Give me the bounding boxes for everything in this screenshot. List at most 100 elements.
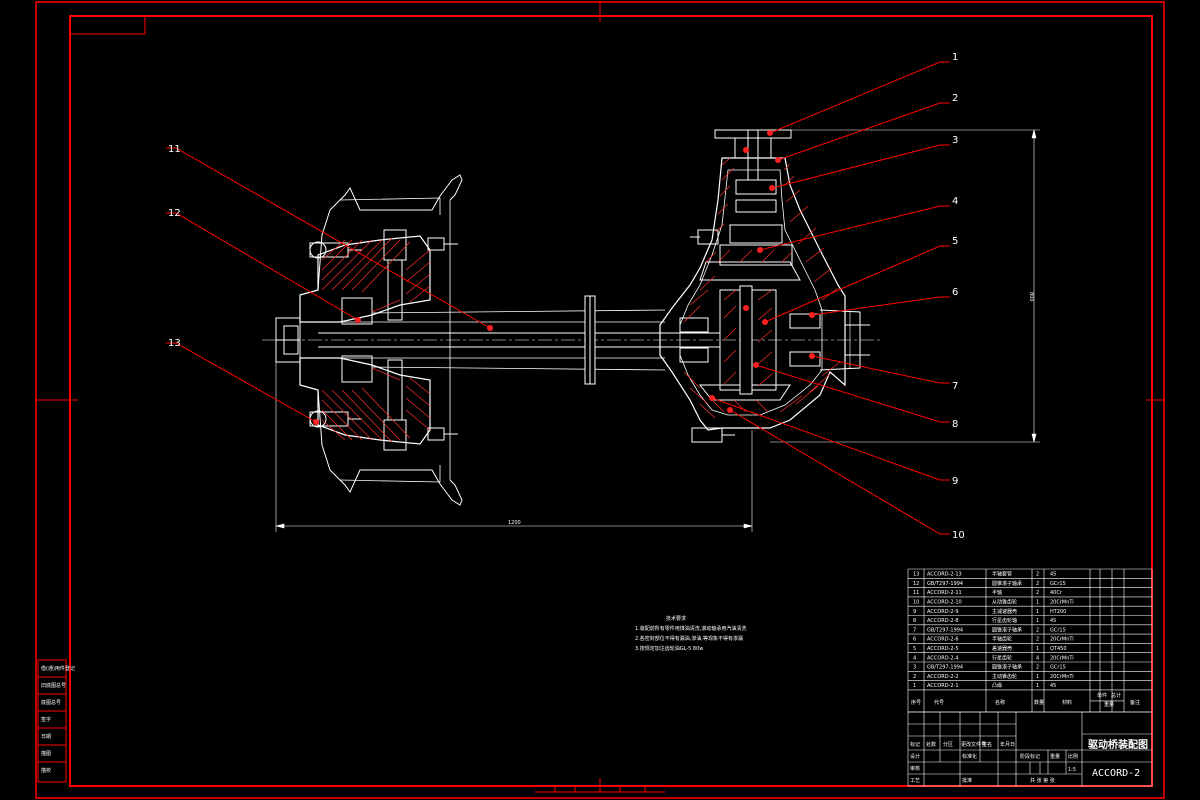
part-qty: 1 — [1036, 646, 1039, 652]
part-name: 行星齿轮 — [992, 654, 1012, 661]
callout-2: 2 — [952, 93, 958, 104]
part-code: ACCORD-2-6 — [927, 637, 959, 643]
header-material: 材料 — [1062, 699, 1072, 706]
callout-13: 13 — [168, 338, 181, 349]
axle-assembly-drawing — [262, 129, 1040, 532]
strip-label: 描图 — [41, 750, 51, 757]
title-block-labels: 标记 处数 分区 更改文件号 签名 年月日 设计 标准化 阶段标记 重量 比例 … — [910, 738, 1148, 784]
part-code: GB/T297-1994 — [927, 581, 963, 587]
part-code: GB/T297-1994 — [927, 665, 963, 671]
part-seq: 12 — [913, 581, 919, 587]
part-material: GCr15 — [1050, 665, 1066, 671]
part-seq: 6 — [913, 637, 916, 643]
part-name: 从动锥齿轮 — [992, 599, 1017, 606]
part-seq: 10 — [913, 600, 919, 606]
part-code: ACCORD-2-2 — [927, 674, 959, 680]
tb-standard: 标准化 — [962, 753, 977, 760]
callout-8: 8 — [952, 419, 958, 430]
sheet-frame — [35, 1, 1165, 799]
part-name: 半轴齿轮 — [992, 636, 1012, 643]
drawing-number: ACCORD-2 — [1092, 768, 1140, 779]
tb-sheets: 共 张 第 张 — [1030, 777, 1055, 784]
tb-marks: 标记 — [910, 741, 920, 748]
part-qty: 1 — [1036, 609, 1039, 615]
part-name: 圆锥滚子轴承 — [992, 626, 1022, 633]
tb-sign: 签名 — [982, 741, 992, 748]
part-material: 20CrMnTi — [1050, 674, 1074, 680]
part-seq: 8 — [913, 618, 916, 624]
callout-leaders — [166, 61, 950, 535]
part-seq: 4 — [913, 655, 916, 661]
part-material: 40Cr — [1050, 590, 1063, 596]
header-weight: 重量 — [1104, 701, 1114, 708]
part-code: ACCORD-2-8 — [927, 618, 959, 624]
part-code: ACCORD-2-13 — [927, 572, 962, 578]
strip-label: 描校 — [41, 767, 51, 774]
header-name: 名称 — [995, 699, 1005, 706]
tb-process: 工艺 — [910, 778, 920, 784]
callout-6: 6 — [952, 287, 958, 298]
header-total: 总计 — [1111, 692, 1121, 699]
part-seq: 3 — [913, 665, 916, 671]
part-name: 圆锥滚子轴承 — [992, 580, 1022, 587]
part-seq: 2 — [913, 674, 916, 680]
part-name: 主动锥齿轮 — [992, 673, 1017, 680]
part-code: ACCORD-2-5 — [927, 646, 959, 652]
tb-zone: 分区 — [943, 741, 953, 748]
strip-label: 旧底图总号 — [41, 682, 66, 689]
header-single: 单件 — [1097, 692, 1107, 699]
part-qty: 2 — [1036, 581, 1039, 587]
part-code: GB/T297-1994 — [927, 627, 963, 633]
part-material: 45 — [1050, 618, 1056, 624]
left-registration-strip — [37, 659, 67, 783]
part-name: 半轴 — [992, 589, 1002, 596]
part-qty: 2 — [1036, 665, 1039, 671]
tb-approve: 批准 — [962, 777, 972, 784]
part-seq: 5 — [913, 646, 916, 652]
part-qty: 2 — [1036, 627, 1039, 633]
strip-label: 借(通)用件登记 — [41, 665, 75, 672]
part-material: 20CrMnTi — [1050, 637, 1074, 643]
tb-stage-mark: 阶段标记 — [1020, 753, 1040, 760]
part-material: 45 — [1050, 572, 1056, 578]
part-qty: 1 — [1036, 618, 1039, 624]
header-code: 代号 — [934, 699, 944, 706]
header-seq: 序号 — [911, 699, 921, 706]
part-seq: 7 — [913, 627, 916, 633]
notes-line-3: 3.按规定加注齿轮油GL-5 80w — [635, 645, 703, 652]
callout-4: 4 — [952, 196, 958, 207]
part-code: ACCORD-2-9 — [927, 609, 959, 615]
parts-header: 序号 代号 名称 数量 材料 单件 总计 重量 备注 — [911, 692, 1140, 708]
strip-label: 底图总号 — [41, 699, 61, 706]
hub-section-hatch — [321, 237, 431, 443]
tb-design: 设计 — [910, 753, 920, 760]
part-material: HT200 — [1050, 609, 1066, 615]
tb-date: 年月日 — [1000, 741, 1015, 748]
part-name: 半轴套管 — [992, 571, 1012, 578]
part-code: ACCORD-2-4 — [927, 655, 959, 661]
title-block-frame — [907, 711, 1153, 787]
housing-section-hatch — [683, 157, 841, 419]
strip-label: 日期 — [41, 734, 51, 740]
part-name: 主减速器壳 — [992, 608, 1017, 615]
part-qty: 4 — [1036, 655, 1039, 661]
part-name: 凸缘 — [992, 682, 1002, 689]
part-qty: 2 — [1036, 637, 1039, 643]
tb-count: 处数 — [926, 741, 936, 748]
part-seq: 11 — [913, 590, 919, 596]
notes-heading: 技术要求 — [666, 615, 686, 622]
header-remark: 备注 — [1130, 699, 1140, 706]
callout-1: 1 — [952, 52, 958, 63]
dimension-lines — [275, 129, 1040, 532]
part-seq: 9 — [913, 609, 916, 615]
part-code: ACCORD-2-11 — [927, 590, 962, 596]
callout-11: 11 — [168, 144, 181, 155]
tb-weight: 重量 — [1050, 753, 1060, 760]
callout-12: 12 — [168, 208, 181, 219]
tb-scale-value: 1:5 — [1068, 767, 1076, 773]
part-qty: 1 — [1036, 683, 1039, 689]
tb-scale-label: 比例 — [1068, 753, 1078, 760]
callout-5: 5 — [952, 236, 958, 247]
